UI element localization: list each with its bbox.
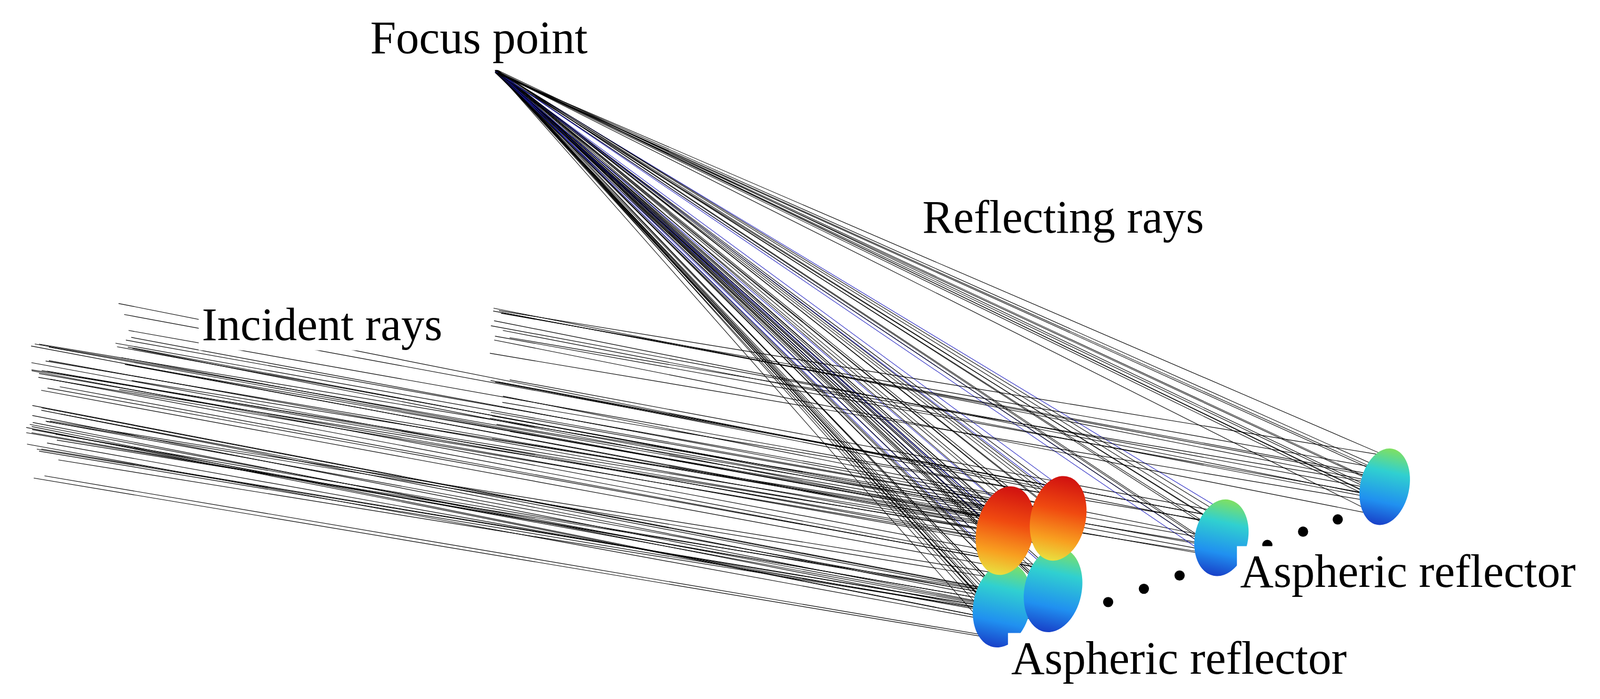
- ray-line: [496, 70, 1216, 547]
- ray-line: [124, 364, 1067, 539]
- ray-line: [497, 70, 1374, 489]
- ray-line: [497, 70, 1045, 529]
- ray-line: [115, 343, 1081, 516]
- aspheric-reflector: [1022, 470, 1094, 566]
- ray-line: [497, 71, 1082, 516]
- ray-line: [496, 72, 1386, 456]
- ray-line: [496, 72, 1058, 624]
- ray-line: [497, 72, 1005, 568]
- ray-line: [26, 427, 1021, 625]
- text-label: Incident rays: [198, 299, 446, 351]
- ray-line: [31, 371, 1013, 556]
- ray-line: [497, 72, 1378, 516]
- ray-line: [494, 70, 1020, 625]
- ray-line: [32, 429, 987, 606]
- ray-line: [33, 477, 997, 639]
- ray-line: [498, 70, 984, 540]
- ray-line: [492, 415, 1216, 547]
- ray-line: [490, 353, 1383, 504]
- ray-line: [497, 71, 1004, 623]
- ray-line: [498, 72, 1384, 469]
- ray-line: [498, 71, 986, 525]
- text-label: Focus point: [366, 12, 591, 64]
- ray-line: [41, 370, 1005, 539]
- ray-line: [498, 72, 1079, 530]
- ray-lines: [26, 70, 1399, 639]
- ray-line: [495, 72, 1063, 606]
- ray-line: [497, 70, 1003, 505]
- ray-line: [118, 389, 1039, 538]
- ray-line: [497, 72, 1065, 497]
- ray-line: [498, 72, 1386, 497]
- ray-line: [497, 72, 1223, 558]
- ray-line: [491, 325, 1374, 489]
- ray-line: [495, 70, 1020, 544]
- ray-line: [498, 72, 1377, 483]
- ray-line: [121, 357, 1059, 532]
- ray-line: [496, 70, 1234, 544]
- ray-line: [48, 360, 1006, 533]
- ray-line: [494, 340, 1379, 516]
- ray-line: [498, 72, 1013, 555]
- ray-line: [493, 311, 1399, 480]
- ray-line: [495, 336, 1386, 497]
- ray-line: [501, 313, 1384, 469]
- ray-line: [496, 71, 1048, 603]
- ray-line: [495, 70, 1066, 508]
- ray-line: [495, 70, 1047, 587]
- ray-line: [496, 71, 1029, 538]
- ray-line: [31, 426, 1003, 621]
- ray-line: [497, 72, 1383, 504]
- ray-line: [34, 344, 990, 513]
- ray-line: [496, 71, 1204, 553]
- ray-line: [38, 344, 1002, 505]
- ray-line: [497, 71, 1053, 583]
- ray-line: [502, 396, 1235, 542]
- ray-line: [498, 72, 1230, 519]
- ray-line: [502, 330, 1380, 499]
- ray-line: [509, 337, 1378, 484]
- ray-line: [126, 364, 1079, 530]
- ray-line: [498, 310, 1386, 456]
- ray-line: [496, 70, 1209, 545]
- ray-line: [41, 390, 1005, 568]
- ray-line: [496, 71, 1217, 524]
- text-label: Aspheric reflector: [1236, 546, 1579, 598]
- aspheric-reflector: [1352, 443, 1417, 530]
- text-label: Aspheric reflector: [1007, 633, 1350, 685]
- ray-line: [494, 320, 1374, 496]
- ray-line: [496, 72, 1399, 479]
- ray-line: [498, 70, 1067, 573]
- ray-line: [125, 340, 1065, 508]
- ray-line: [509, 380, 1228, 514]
- ray-line: [493, 307, 1377, 482]
- ray-line: [490, 380, 1217, 524]
- text-label: Reflecting rays: [918, 192, 1207, 244]
- ray-line: [44, 475, 1009, 639]
